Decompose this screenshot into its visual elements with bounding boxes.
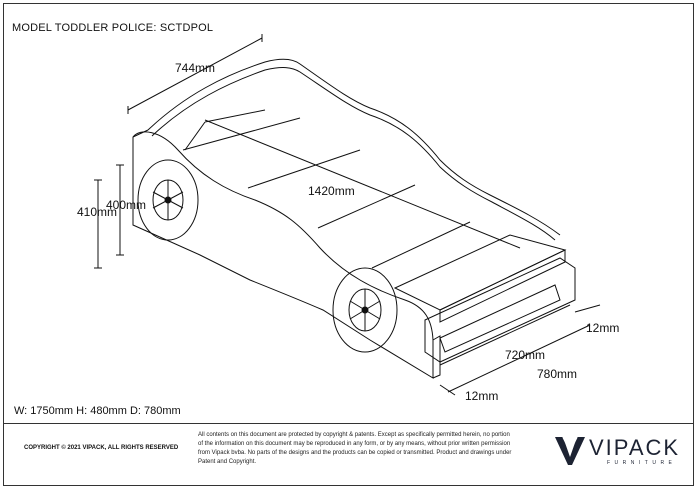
- front-panel-edge: [432, 335, 441, 379]
- dim-line-400: [116, 164, 124, 256]
- label-410: 410mm: [77, 205, 117, 219]
- rear-wheel-outer: [137, 159, 199, 241]
- slat-3: [317, 184, 416, 229]
- bumper-grille: [439, 284, 561, 353]
- label-12-right: 12mm: [586, 321, 619, 335]
- dim-line-744: [127, 34, 263, 114]
- brand-name: VIPACK: [589, 435, 681, 460]
- rear-wheel-spokes: [152, 180, 184, 220]
- back-panel-inner: [151, 67, 556, 241]
- label-744: 744mm: [175, 61, 215, 75]
- slat-rail: [184, 109, 266, 151]
- copyright-text: COPYRIGHT © 2021 VIPACK, ALL RIGHTS RESE…: [24, 445, 179, 451]
- dim-line-1420: [204, 119, 521, 249]
- footer-divider: [3, 423, 694, 424]
- dim-line-12-right: [574, 304, 601, 313]
- front-wheel-outer: [332, 267, 398, 353]
- vipack-logo: VIPACK FURNITURE: [553, 433, 683, 469]
- front-wheel-spokes: [349, 289, 381, 331]
- dim-line-410: [94, 179, 102, 269]
- vipack-logo-mark-icon: [555, 436, 585, 465]
- dim-line-720: [439, 304, 571, 366]
- spoiler: [393, 234, 567, 311]
- dim-line-780: [447, 324, 591, 393]
- overall-dimensions: W: 1750mm H: 480mm D: 780mm: [14, 405, 181, 417]
- spoiler-lower: [439, 249, 566, 323]
- slat-1: [182, 117, 301, 151]
- front-panel-top: [132, 129, 149, 138]
- label-12-bottom: 12mm: [465, 389, 498, 403]
- front-bumper: [424, 257, 576, 363]
- dim-line-12-bottom: [439, 384, 456, 396]
- brand-subtitle: FURNITURE: [607, 460, 677, 466]
- legal-notice: All contents on this document are protec…: [198, 432, 512, 465]
- front-panel: [132, 131, 434, 379]
- slat-2: [247, 149, 361, 189]
- label-400: 400mm: [106, 198, 146, 212]
- drawing-frame: [3, 3, 694, 486]
- model-title: MODEL TODDLER POLICE: SCTDPOL: [12, 22, 214, 34]
- label-1420: 1420mm: [308, 184, 355, 198]
- label-780: 780mm: [537, 367, 577, 381]
- back-panel: [147, 58, 561, 236]
- slat-4: [371, 221, 471, 269]
- label-720: 720mm: [505, 348, 545, 362]
